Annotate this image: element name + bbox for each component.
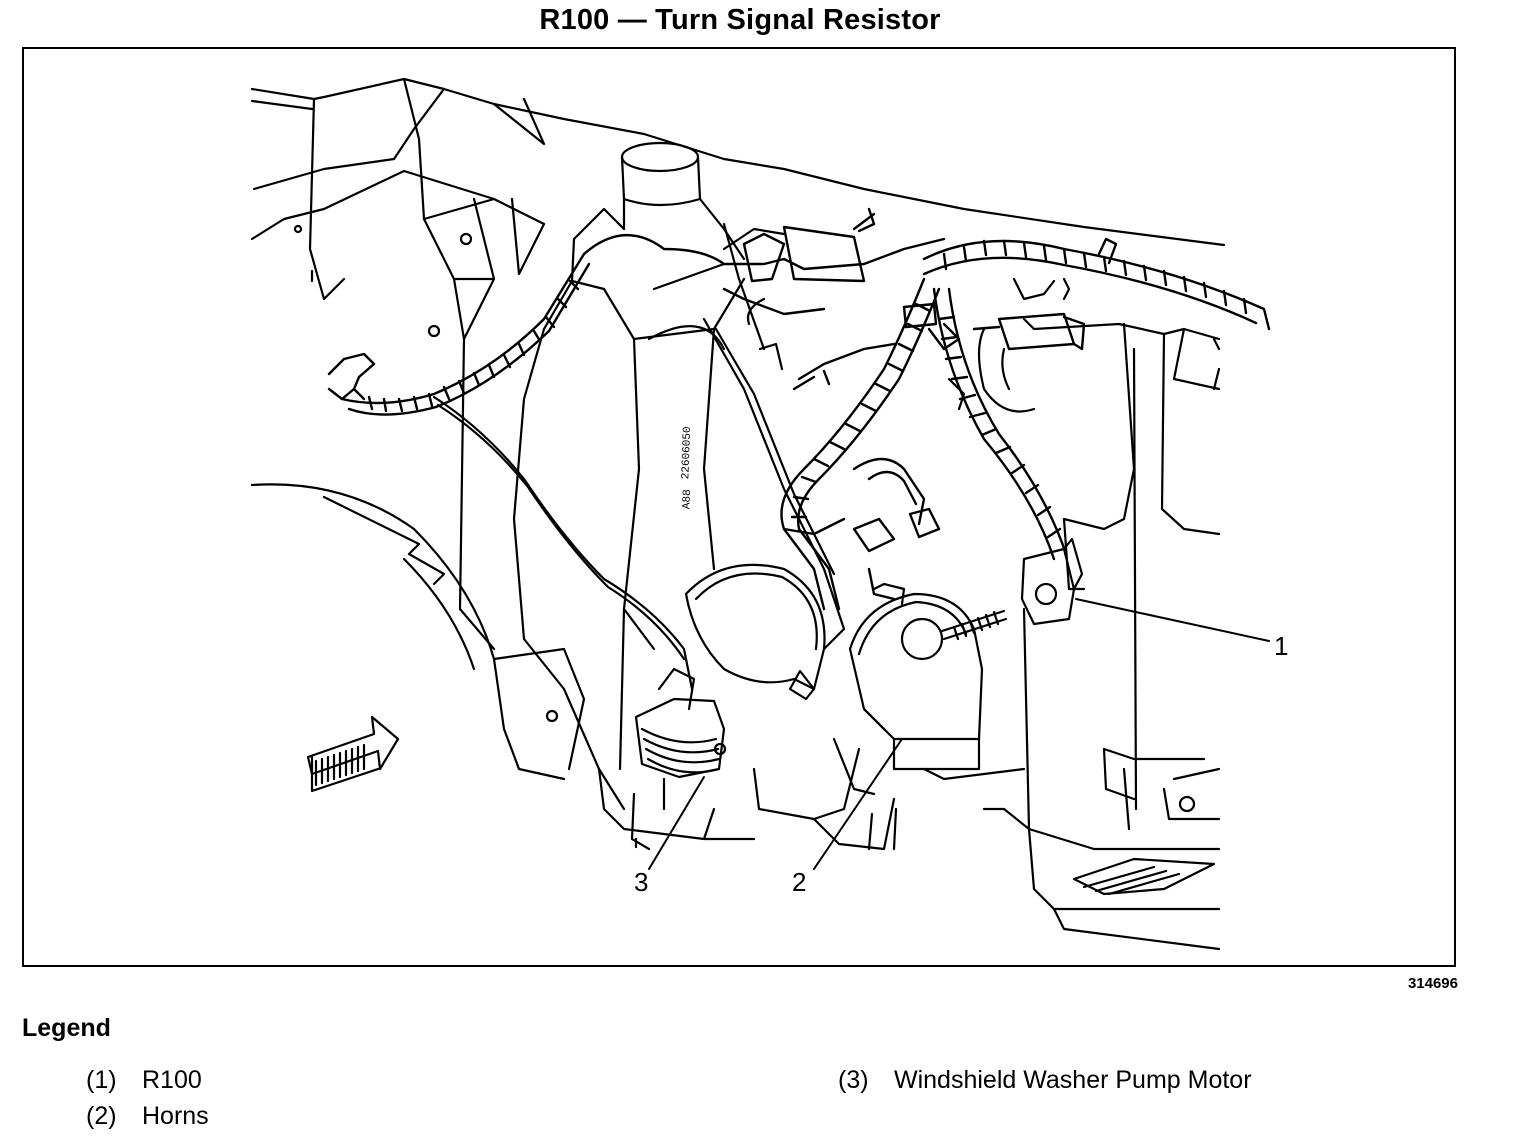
line-drawing: 22606050 A88 [250, 77, 1288, 951]
legend-item-label: Windshield Washer Pump Motor [894, 1066, 1252, 1094]
tank-marking-line2: A88 [681, 489, 694, 509]
callout-3: 3 [634, 867, 648, 897]
washer-pump-motor [634, 667, 727, 779]
legend-item-2: (2) Horns [86, 1102, 209, 1131]
legend-item-label: Horns [142, 1102, 209, 1130]
legend-item-label: R100 [142, 1066, 202, 1094]
legend-item-number: (1) [86, 1066, 117, 1094]
legend-item-number: (3) [838, 1066, 869, 1094]
illustration-frame: 22606050 A88 [22, 47, 1456, 967]
wheel-opening-fender [250, 483, 586, 781]
washer-fluid-reservoir [512, 141, 786, 851]
left-horn [684, 563, 846, 701]
front-fender-panel [250, 77, 1226, 651]
callout-2: 2 [792, 867, 806, 897]
center-brace [702, 297, 1031, 851]
radiator-support [947, 277, 1221, 951]
legend-heading: Legend [22, 1014, 111, 1042]
callout-1: 1 [1274, 631, 1288, 661]
diagram-title: R100 — Turn Signal Resistor [539, 4, 941, 36]
legend-item-3: (3) Windshield Washer Pump Motor [838, 1066, 1252, 1095]
tank-marking-line1: 22606050 [680, 426, 694, 479]
washer-pump-wire [432, 395, 694, 691]
right-horn [848, 592, 984, 771]
legend-item-number: (2) [86, 1102, 117, 1130]
forward-direction-arrow [306, 715, 400, 793]
mounting-bolt [940, 609, 1008, 641]
callout-leaders [648, 598, 1270, 870]
wiring-harness [327, 207, 1271, 611]
figure-id: 314696 [1407, 975, 1458, 992]
turn-signal-resistor [1020, 537, 1084, 626]
legend-item-1: (1) R100 [86, 1066, 202, 1095]
